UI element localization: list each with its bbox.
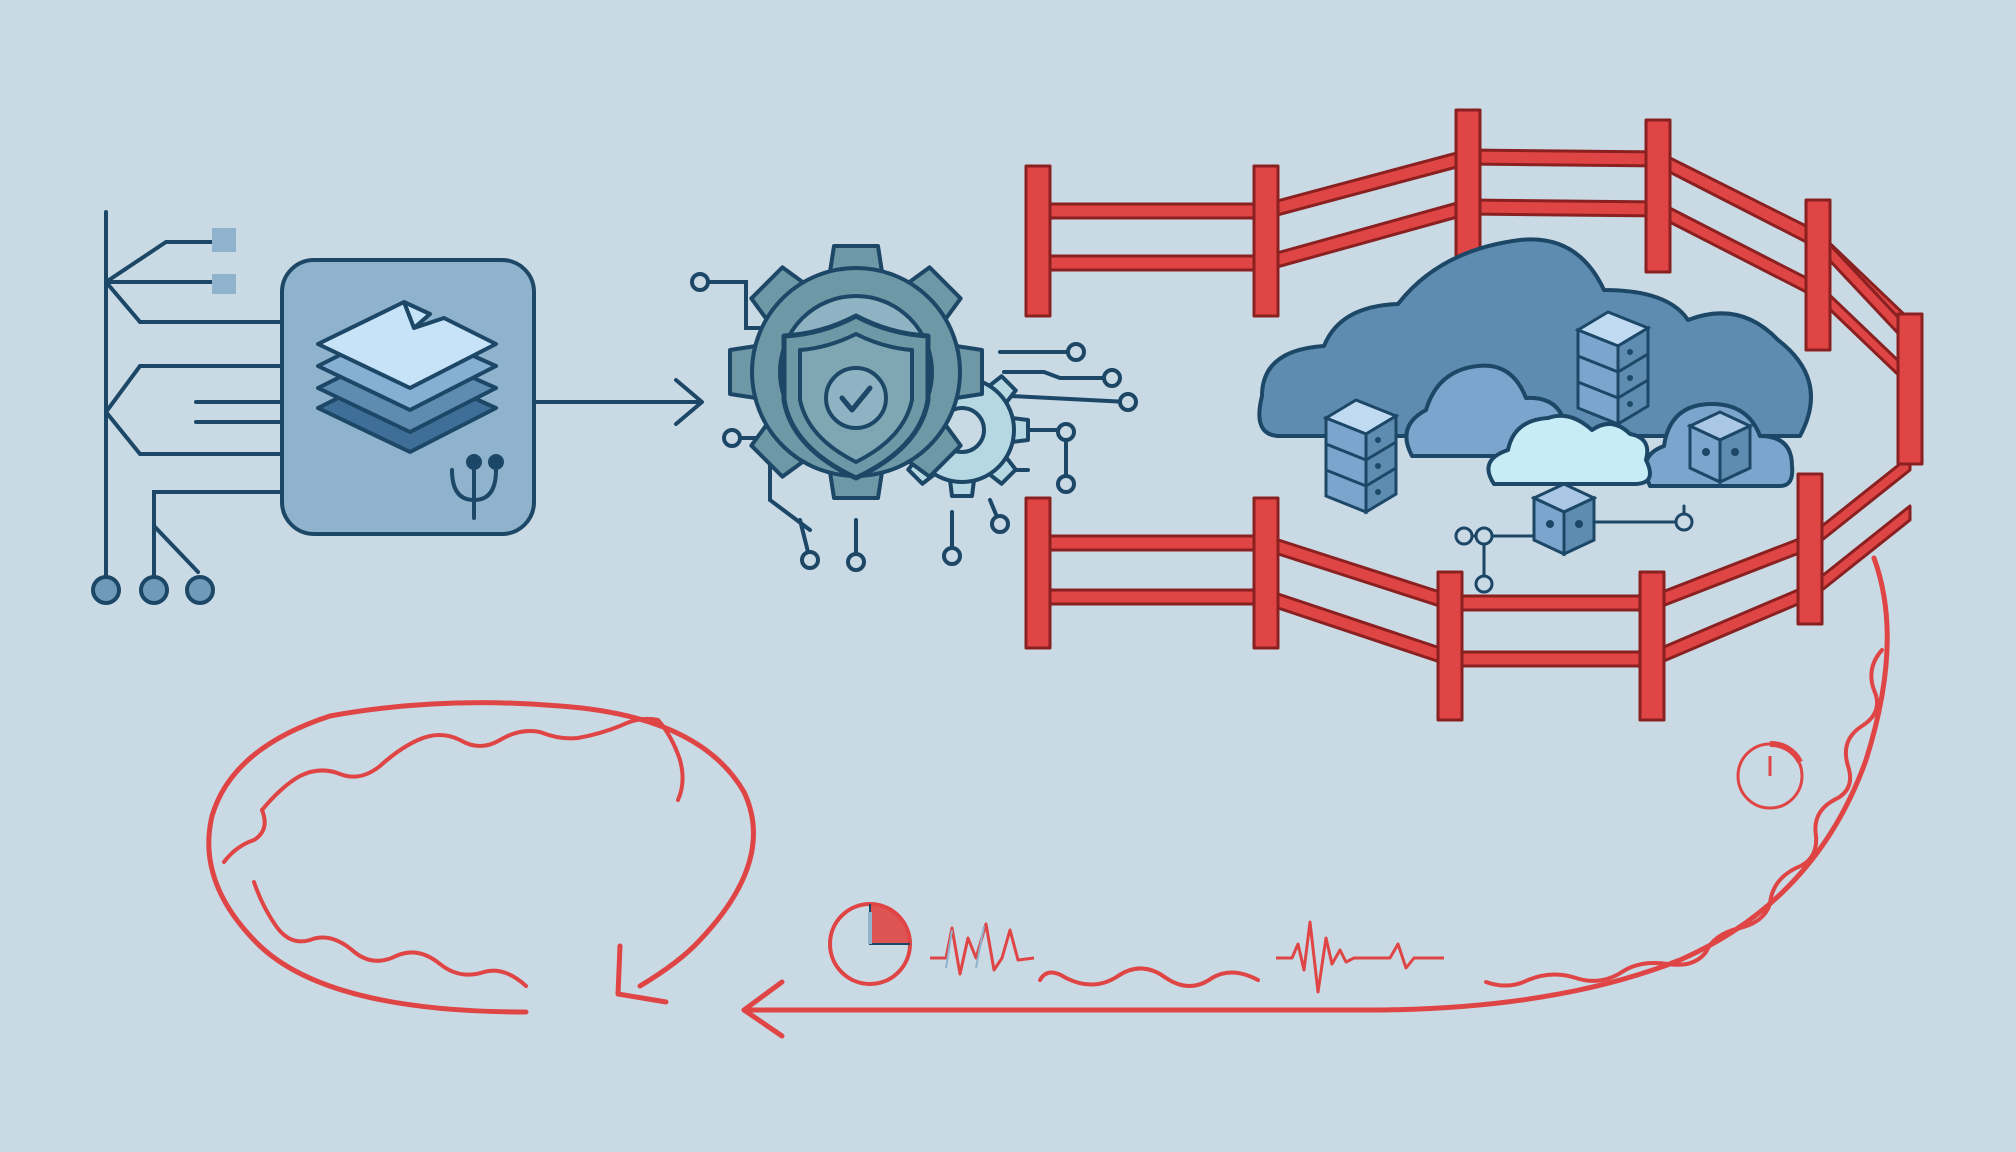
layered-data-stack-icon xyxy=(316,300,498,454)
pulse-signal-icon xyxy=(930,922,1035,976)
shield-check-icon xyxy=(781,313,931,481)
pulse-signal-icon xyxy=(1276,920,1444,994)
server-icon xyxy=(1324,398,1398,514)
fork-icon xyxy=(450,454,504,520)
circuit-dots-middle xyxy=(690,272,1138,572)
circuit-lines-middle xyxy=(698,280,1130,562)
terminal-dots xyxy=(91,575,215,605)
square-node-icon xyxy=(212,274,236,294)
circuit-lines-left xyxy=(104,210,282,592)
fence-enclosure xyxy=(1024,108,1924,722)
server-icon xyxy=(1576,310,1650,426)
cloud-network-dots xyxy=(1454,512,1694,594)
wavy-signal-lines xyxy=(222,648,1884,988)
gauge-icon xyxy=(828,902,912,986)
flow-arrow xyxy=(532,378,704,426)
square-node-icon xyxy=(212,228,236,252)
feedback-loop-arrow xyxy=(206,555,1890,1039)
cloud-icon xyxy=(1257,237,1813,438)
cube-node-icon xyxy=(1688,410,1752,484)
gauge-icon xyxy=(1736,741,1804,810)
cloud-icon xyxy=(1486,413,1652,486)
cube-node-icon xyxy=(1532,482,1596,556)
